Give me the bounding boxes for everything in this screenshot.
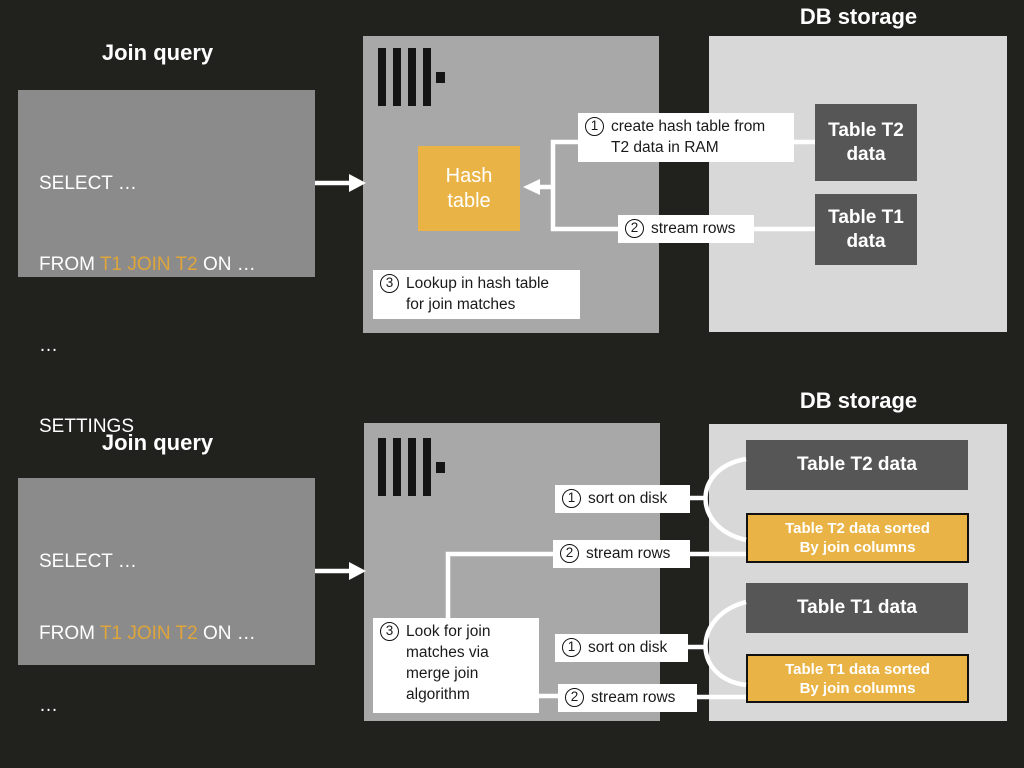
code-line: SELECT … <box>39 551 137 572</box>
sort-on-disk-t2-label: 1 sort on disk <box>555 485 690 513</box>
merge-db-storage-title: DB storage <box>799 388 918 413</box>
table-t1-label: data <box>846 230 886 252</box>
table-t1-sorted-box: Table T1 data sorted By join columns <box>746 654 969 703</box>
table-t1-data-box: Table T1 data <box>746 583 968 633</box>
step2-stream-rows-label: 2 stream rows <box>618 215 754 243</box>
table-t1-label: Table T1 data <box>796 597 917 618</box>
hash-table-label: table <box>447 189 491 212</box>
code-line: SELECT … <box>39 173 137 194</box>
step-label-text: Look for join <box>406 623 491 640</box>
table-t1-data-box: Table T1 data <box>815 194 917 265</box>
clickhouse-logo-icon <box>378 438 445 496</box>
hash-table-label: Hash <box>445 164 493 187</box>
step-label-text: create hash table from <box>611 118 766 135</box>
table-t2-label: Table T2 data <box>796 454 917 475</box>
stream-rows-t2-label: 2 stream rows <box>553 540 690 568</box>
step-label-text: T2 data in RAM <box>611 139 719 156</box>
step-label-text: stream rows <box>651 220 736 237</box>
table-t1-sorted-label: By join columns <box>799 679 916 697</box>
step3-merge-join-label: 3 Look for join matches via merge join a… <box>373 618 539 713</box>
code-line: FROM T1 JOIN T2 ON … <box>39 254 256 275</box>
circled-number-icon: 2 <box>625 219 644 238</box>
table-t2-sorted-label: Table T2 data sorted <box>785 520 930 537</box>
step-label-text: Lookup in hash table <box>406 275 550 292</box>
code-line: FROM T1 JOIN T2 ON … <box>39 623 256 644</box>
hash-join-query-title: Join query <box>101 40 214 65</box>
stream-rows-t1-label: 2 stream rows <box>558 684 697 712</box>
hash-table-box: Hash table <box>418 146 520 231</box>
step-label-text: for join matches <box>406 296 516 313</box>
step1-create-hash-table-label: 1 create hash table from T2 data in RAM <box>578 113 794 162</box>
table-t1-label: Table T1 <box>828 206 904 228</box>
table-t2-label: Table T2 <box>828 119 904 141</box>
circled-number-icon: 2 <box>565 688 584 707</box>
clickhouse-logo-icon <box>378 48 445 106</box>
code-line: SETTINGS <box>39 416 135 437</box>
code-line: … <box>39 335 58 356</box>
table-t2-sorted-label: By join columns <box>799 539 916 556</box>
circled-number-icon: 3 <box>380 274 399 293</box>
step-label-text: sort on disk <box>588 490 668 507</box>
step-label-text: sort on disk <box>588 639 668 656</box>
hash-db-storage-box <box>709 36 1007 332</box>
table-t2-label: data <box>846 143 886 165</box>
step-label-text: stream rows <box>586 545 671 562</box>
hash-query-code-box <box>18 90 315 277</box>
merge-join-query-title: Join query <box>101 430 214 455</box>
table-t2-data-box: Table T2 data <box>746 440 968 490</box>
table-t1-sorted-label: Table T1 data sorted <box>785 660 930 678</box>
circled-number-icon: 1 <box>562 489 581 508</box>
circled-number-icon: 1 <box>562 638 581 657</box>
merge-query-code: SELECT … FROM T1 JOIN T2 ON … … SETTINGS… <box>39 502 256 768</box>
hash-db-storage-title: DB storage <box>799 4 918 29</box>
code-line: … <box>39 695 58 716</box>
step-label-text: merge join <box>406 665 479 682</box>
table-t2-data-box: Table T2 data <box>815 104 917 181</box>
table-t2-sorted-box: Table T2 data sorted By join columns <box>746 513 969 563</box>
step-label-text: algorithm <box>406 686 470 703</box>
circled-number-icon: 1 <box>585 117 604 136</box>
circled-number-icon: 3 <box>380 622 399 641</box>
step-label-text: stream rows <box>591 689 676 706</box>
step3-lookup-label: 3 Lookup in hash table for join matches <box>373 270 580 319</box>
circled-number-icon: 2 <box>560 544 579 563</box>
merge-query-code-box <box>18 478 315 665</box>
step-label-text: matches via <box>406 644 489 661</box>
sort-on-disk-t1-label: 1 sort on disk <box>555 634 688 662</box>
